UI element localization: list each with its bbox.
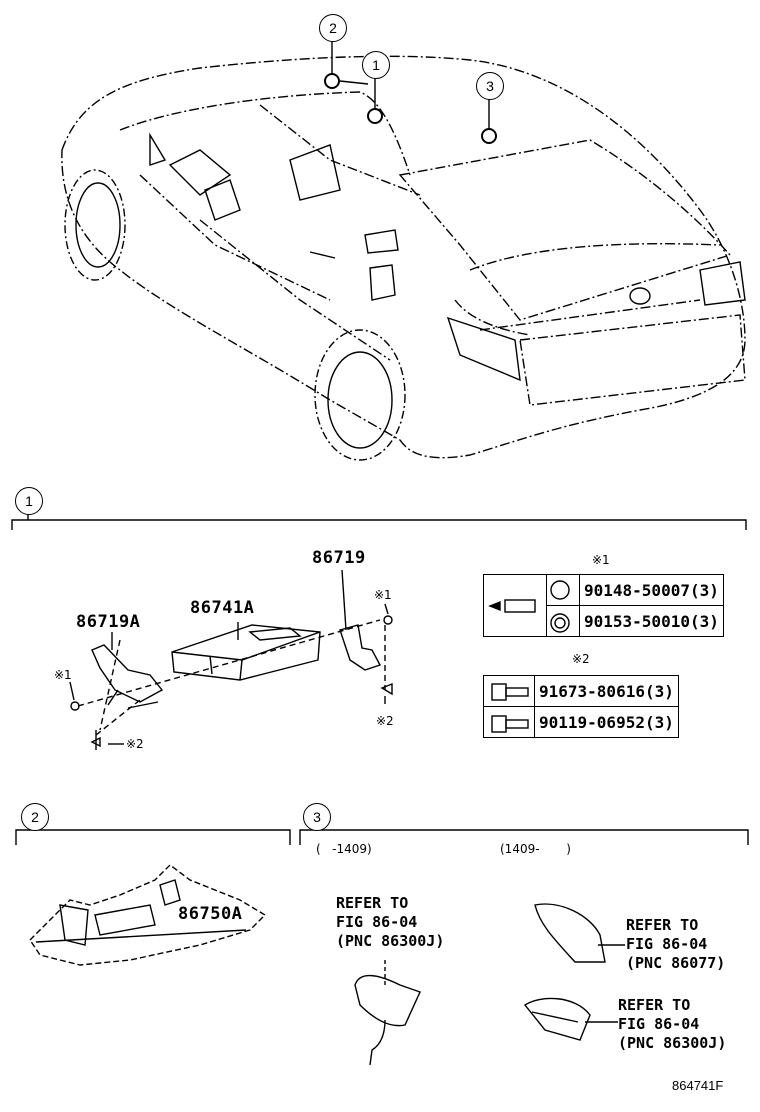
mark-1-left: ※1 (54, 668, 72, 682)
table-row: 90119-06952(3) (483, 706, 679, 738)
production-period-left: ( -1409) (316, 842, 372, 856)
part-number-86741A: 86741A (190, 598, 255, 618)
bracket-right (339, 624, 382, 671)
section-1-callout: 1 (15, 487, 43, 515)
table-2-header-mark: ※2 (572, 652, 590, 666)
table-icon-cell (483, 675, 535, 707)
bracket-left (91, 644, 164, 709)
fastener-table-1: 90148-50007(3) 90153-50010(3) (483, 574, 724, 637)
callout-2: 2 (319, 14, 347, 42)
table-icon-cell (483, 706, 535, 738)
table-row: 90148-50007(3) (483, 574, 724, 637)
part-number-86719: 86719 (312, 548, 366, 568)
table-icon-cell (483, 574, 547, 637)
table-row: 90153-50010(3) (484, 605, 724, 637)
part-number-cell: 91673-80616(3) (534, 675, 679, 707)
car-outline (61, 55, 746, 459)
mark-1-right: ※1 (374, 588, 392, 602)
part-number-86719A: 86719A (76, 612, 141, 632)
wheels (64, 169, 406, 461)
computer-unit (171, 624, 321, 681)
mark-2-right: ※2 (376, 714, 394, 728)
table-icon-cell (546, 605, 580, 637)
production-period-right: (1409- ) (500, 842, 571, 856)
part-number-cell: 90148-50007(3) (579, 574, 724, 606)
part-number-86750A: 86750A (178, 904, 243, 924)
part-number-cell: 90153-50010(3) (579, 605, 724, 637)
refer-note-left: REFER TO FIG 86-04 (PNC 86300J) (336, 894, 445, 950)
section-2-callout: 2 (21, 803, 49, 831)
table-icon-cell (546, 574, 580, 606)
refer-note-right-lower: REFER TO FIG 86-04 (PNC 86300J) (618, 996, 727, 1052)
antenna-right-upper (534, 903, 625, 963)
part-number-cell: 90119-06952(3) (534, 706, 679, 738)
callout-3: 3 (476, 72, 504, 100)
table-1-header-mark: ※1 (592, 553, 610, 567)
antenna-left (354, 960, 421, 1066)
mark-2-left: ※2 (126, 737, 144, 751)
fasteners (70, 615, 393, 750)
overhead-console (29, 864, 267, 966)
antenna-right-lower (523, 997, 618, 1041)
refer-note-right-upper: REFER TO FIG 86-04 (PNC 86077) (626, 916, 726, 972)
section-3-callout: 3 (303, 803, 331, 831)
callout-1: 1 (362, 51, 390, 79)
figure-id: 864741F (672, 1078, 724, 1093)
interior (149, 132, 341, 221)
table-row: 91673-80616(3) (483, 675, 679, 707)
fastener-table-2: 91673-80616(3) 90119-06952(3) (483, 675, 679, 738)
